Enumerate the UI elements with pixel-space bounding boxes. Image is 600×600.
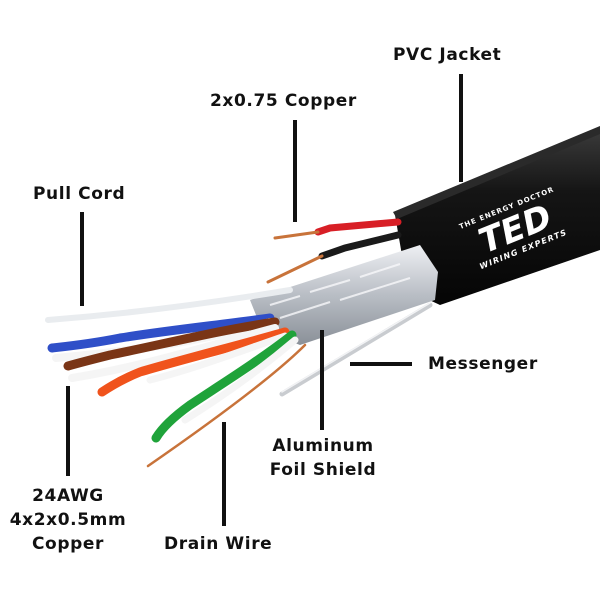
- pair-green: [151, 330, 297, 443]
- pair-brown: [63, 317, 280, 371]
- label-power-copper: 2x0.75 Copper: [210, 91, 357, 111]
- black-wire-copper-end: [266, 254, 324, 284]
- leader-messenger: [350, 362, 412, 366]
- aluminum-foil-shield: [250, 245, 438, 345]
- leader-power-copper: [293, 120, 297, 222]
- leader-aluminum: [320, 330, 324, 430]
- label-aluminum-line2: Foil Shield: [269, 460, 377, 480]
- label-awg-line1: 24AWG: [32, 486, 104, 506]
- label-awg-line3: Copper: [31, 534, 104, 554]
- leader-pull-cord: [80, 212, 84, 306]
- label-messenger: Messenger: [428, 354, 538, 374]
- pull-cord: [45, 287, 293, 323]
- drain-wire: [146, 343, 307, 468]
- leader-awg: [66, 386, 70, 476]
- messenger-wire-highlight: [281, 302, 431, 393]
- label-pvc-jacket: PVC Jacket: [393, 45, 502, 65]
- messenger-wire: [279, 302, 433, 397]
- red-power-wire: [314, 218, 402, 236]
- label-pull-cord: Pull Cord: [33, 184, 126, 204]
- pair-orange: [97, 327, 290, 397]
- jacket-web: [393, 126, 600, 219]
- pair-green-white: [181, 336, 299, 424]
- label-awg-copper: 24AWG 4x2x0.5mm Copper: [0, 484, 136, 556]
- foil-crinkle: [269, 263, 411, 319]
- label-drain-wire: Drain Wire: [164, 534, 273, 554]
- black-power-wire: [318, 231, 402, 260]
- label-aluminum-line1: Aluminum: [272, 436, 374, 456]
- label-awg-line2: 4x2x0.5mm: [9, 510, 127, 530]
- pair-orange-white: [146, 332, 289, 384]
- pvc-jacket: [395, 130, 600, 305]
- label-aluminum-foil-shield: Aluminum Foil Shield: [262, 434, 384, 482]
- leader-pvc-jacket: [459, 74, 463, 182]
- leader-drain-wire: [222, 422, 226, 526]
- pair-brown-white: [68, 324, 279, 382]
- red-wire-copper-end: [273, 230, 320, 240]
- pair-blue: [47, 313, 275, 353]
